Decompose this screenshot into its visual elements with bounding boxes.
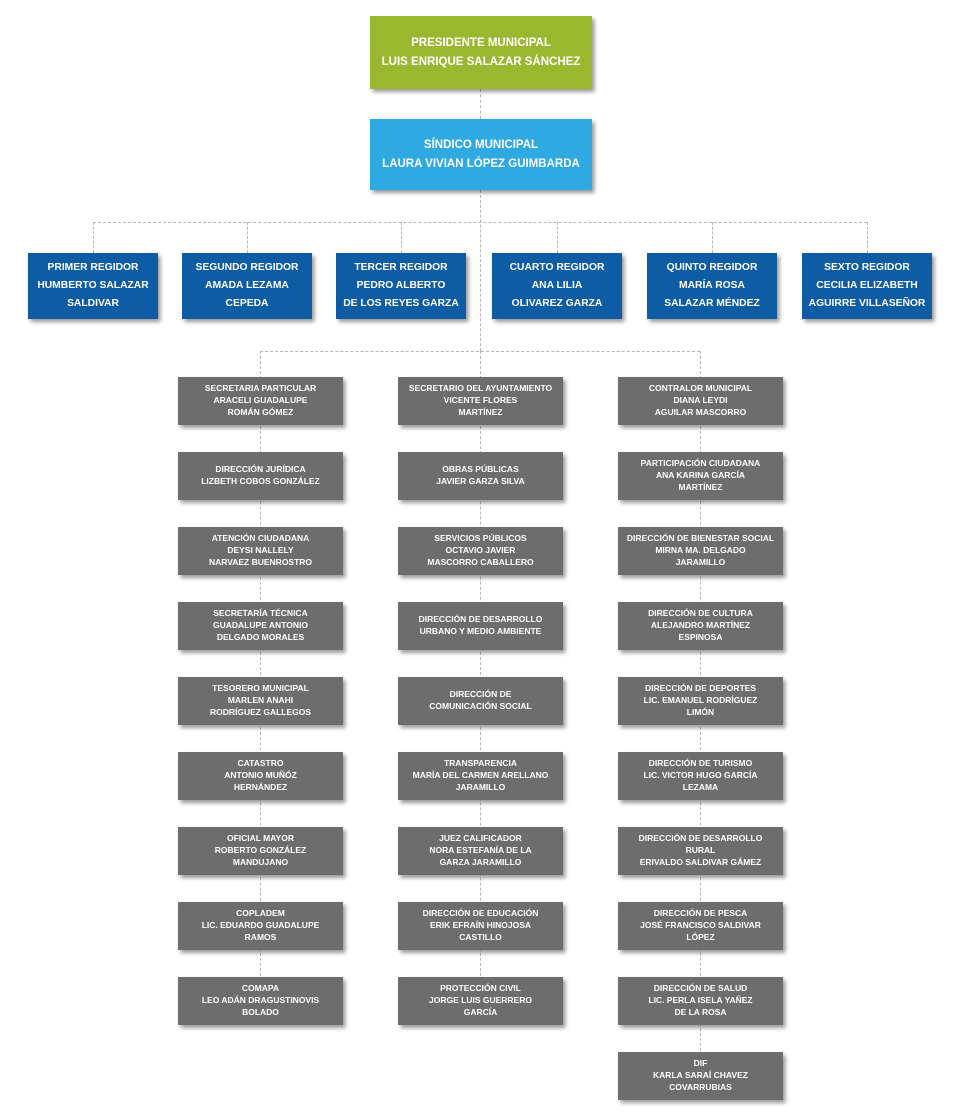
box-label: SECRETARIA PARTICULAR ARACELI GUADALUPE … xyxy=(204,383,317,417)
dept-participacion-ciudadana: PARTICIPACIÓN CIUDADANA ANA KARINA GARCÍ… xyxy=(618,452,783,500)
dept-deportes: DIRECCIÓN DE DEPORTES LIC. EMANUEL RODRÍ… xyxy=(618,677,783,725)
box-label: SECRETARIO DEL AYUNTAMIENTO VICENTE FLOR… xyxy=(408,383,553,417)
dept-secretaria-particular: SECRETARIA PARTICULAR ARACELI GUADALUPE … xyxy=(178,377,343,425)
dept-desarrollo-urbano-medio-ambiente: DIRECCIÓN DE DESARROLLO URBANO Y MEDIO A… xyxy=(398,602,563,650)
box-label: DIRECCIÓN DE DESARROLLO URBANO Y MEDIO A… xyxy=(418,614,543,636)
box-label: PROTECCIÓN CIVIL JORGE LUIS GUERRERO GAR… xyxy=(429,983,532,1017)
dept-copladem: COPLADEM LIC. EDUARDO GUADALUPE RAMOS xyxy=(178,902,343,950)
connector-president-sindico xyxy=(480,89,481,119)
connector-drop-regidor-6 xyxy=(867,222,868,253)
dept-comapa: COMAPA LEO ADÁN DRAGUSTINOVIS BOLADO xyxy=(178,977,343,1025)
dept-obras-publicas: OBRAS PÚBLICAS JAVIER GARZA SILVA xyxy=(398,452,563,500)
box-label: DIRECCIÓN DE BIENESTAR SOCIAL MIRNA MA. … xyxy=(626,533,775,567)
connector-drop-regidor-1 xyxy=(93,222,94,253)
box-label: SEXTO REGIDOR CECILIA ELIZABETH AGUIRRE … xyxy=(808,261,926,310)
box-label: COMAPA LEO ADÁN DRAGUSTINOVIS BOLADO xyxy=(201,983,320,1017)
box-label: SECRETARÍA TÉCNICA GUADALUPE ANTONIO DEL… xyxy=(213,608,308,642)
box-label: DIRECCIÓN DE PESCA JOSÉ FRANCISCO SALDIV… xyxy=(640,908,761,942)
dept-pesca: DIRECCIÓN DE PESCA JOSÉ FRANCISCO SALDIV… xyxy=(618,902,783,950)
box-label: TERCER REGIDOR PEDRO ALBERTO DE LOS REYE… xyxy=(343,261,459,310)
box-label: QUINTO REGIDOR MARÍA ROSA SALAZAR MÉNDEZ xyxy=(664,261,760,310)
dept-oficial-mayor: OFICIAL MAYOR ROBERTO GONZÁLEZ MANDUJANO xyxy=(178,827,343,875)
box-label: CATASTRO ANTONIO MUÑÓZ HERNÁNDEZ xyxy=(224,758,297,792)
box-label: TRANSPARENCIA MARÍA DEL CARMEN ARELLANO … xyxy=(412,758,549,792)
box-label: SEGUNDO REGIDOR AMADA LEZAMA CEPEDA xyxy=(195,261,299,310)
box-label: ATENCIÓN CIUDADANA DEYSI NALLELY NARVAEZ… xyxy=(208,533,313,567)
box-label: SERVICIOS PÚBLICOS OCTAVIO JAVIER MASCOR… xyxy=(427,533,534,567)
dept-secretaria-tecnica: SECRETARÍA TÉCNICA GUADALUPE ANTONIO DEL… xyxy=(178,602,343,650)
connector-column-left xyxy=(260,351,261,1001)
box-label: PARTICIPACIÓN CIUDADANA ANA KARINA GARCÍ… xyxy=(640,458,761,492)
box-sexto-regidor: SEXTO REGIDOR CECILIA ELIZABETH AGUIRRE … xyxy=(802,253,932,319)
box-label: JUEZ CALIFICADOR NORA ESTEFANÍA DE LA GA… xyxy=(429,833,532,867)
box-label: PRESIDENTE MUNICIPAL LUIS ENRIQUE SALAZA… xyxy=(381,36,581,68)
dept-proteccion-civil: PROTECCIÓN CIVIL JORGE LUIS GUERRERO GAR… xyxy=(398,977,563,1025)
dept-servicios-publicos: SERVICIOS PÚBLICOS OCTAVIO JAVIER MASCOR… xyxy=(398,527,563,575)
dept-bienestar-social: DIRECCIÓN DE BIENESTAR SOCIAL MIRNA MA. … xyxy=(618,527,783,575)
dept-catastro: CATASTRO ANTONIO MUÑÓZ HERNÁNDEZ xyxy=(178,752,343,800)
box-label: TESORERO MUNICIPAL MARLEN ANAHI RODRÍGUE… xyxy=(209,683,312,717)
dept-direccion-juridica: DIRECCIÓN JURÍDICA LIZBETH COBOS GONZÁLE… xyxy=(178,452,343,500)
box-label: DIRECCIÓN DE DESARROLLO RURAL ERIVALDO S… xyxy=(638,833,763,867)
dept-dif: DIF KARLA SARAÍ CHAVEZ COVARRUBIAS xyxy=(618,1052,783,1100)
box-label: COPLADEM LIC. EDUARDO GUADALUPE RAMOS xyxy=(201,908,320,942)
box-label: DIRECCIÓN JURÍDICA LIZBETH COBOS GONZÁLE… xyxy=(201,464,320,486)
connector-regidores-rail xyxy=(93,222,867,223)
box-tercer-regidor: TERCER REGIDOR PEDRO ALBERTO DE LOS REYE… xyxy=(336,253,466,319)
box-label: DIRECCIÓN DE EDUCACIÓN ERIK EFRAÍN HINOJ… xyxy=(422,908,539,942)
connector-column-middle xyxy=(480,351,481,1001)
box-label: CUARTO REGIDOR ANA LILIA OLIVAREZ GARZA xyxy=(509,261,605,310)
box-cuarto-regidor: CUARTO REGIDOR ANA LILIA OLIVAREZ GARZA xyxy=(492,253,622,319)
box-label: DIRECCIÓN DE DEPORTES LIC. EMANUEL RODRÍ… xyxy=(643,683,758,717)
box-label: CONTRALOR MUNICIPAL DIANA LEYDI AGUILAR … xyxy=(648,383,753,417)
dept-juez-calificador: JUEZ CALIFICADOR NORA ESTEFANÍA DE LA GA… xyxy=(398,827,563,875)
box-label: DIRECCIÓN DE COMUNICACIÓN SOCIAL xyxy=(429,689,532,711)
dept-secretario-ayuntamiento: SECRETARIO DEL AYUNTAMIENTO VICENTE FLOR… xyxy=(398,377,563,425)
box-quinto-regidor: QUINTO REGIDOR MARÍA ROSA SALAZAR MÉNDEZ xyxy=(647,253,777,319)
connector-drop-regidor-3 xyxy=(401,222,402,253)
dept-desarrollo-rural: DIRECCIÓN DE DESARROLLO RURAL ERIVALDO S… xyxy=(618,827,783,875)
box-label: DIRECCIÓN DE CULTURA ALEJANDRO MARTÍNEZ … xyxy=(648,608,753,642)
dept-turismo: DIRECCIÓN DE TURISMO LIC. VICTOR HUGO GA… xyxy=(618,752,783,800)
dept-comunicacion-social: DIRECCIÓN DE COMUNICACIÓN SOCIAL xyxy=(398,677,563,725)
dept-atencion-ciudadana: ATENCIÓN CIUDADANA DEYSI NALLELY NARVAEZ… xyxy=(178,527,343,575)
connector-sindico-trunk xyxy=(480,190,481,351)
box-segundo-regidor: SEGUNDO REGIDOR AMADA LEZAMA CEPEDA xyxy=(182,253,312,319)
connector-drop-regidor-5 xyxy=(712,222,713,253)
box-label: OFICIAL MAYOR ROBERTO GONZÁLEZ MANDUJANO xyxy=(214,833,307,867)
dept-tesorero-municipal: TESORERO MUNICIPAL MARLEN ANAHI RODRÍGUE… xyxy=(178,677,343,725)
box-label: DIF KARLA SARAÍ CHAVEZ COVARRUBIAS xyxy=(653,1058,748,1092)
box-primer-regidor: PRIMER REGIDOR HUMBERTO SALAZAR SALDIVAR xyxy=(28,253,158,319)
box-presidente-municipal: PRESIDENTE MUNICIPAL LUIS ENRIQUE SALAZA… xyxy=(370,16,592,89)
connector-drop-regidor-4 xyxy=(557,222,558,253)
box-sindico-municipal: SÍNDICO MUNICIPAL LAURA VIVIAN LÓPEZ GUI… xyxy=(370,119,592,190)
box-label: DIRECCIÓN DE SALUD LIC. PERLA ISELA YAÑE… xyxy=(648,983,753,1017)
dept-cultura: DIRECCIÓN DE CULTURA ALEJANDRO MARTÍNEZ … xyxy=(618,602,783,650)
dept-contralor-municipal: CONTRALOR MUNICIPAL DIANA LEYDI AGUILAR … xyxy=(618,377,783,425)
box-label: OBRAS PÚBLICAS JAVIER GARZA SILVA xyxy=(436,464,525,486)
dept-transparencia: TRANSPARENCIA MARÍA DEL CARMEN ARELLANO … xyxy=(398,752,563,800)
connector-drop-regidor-2 xyxy=(247,222,248,253)
dept-educacion: DIRECCIÓN DE EDUCACIÓN ERIK EFRAÍN HINOJ… xyxy=(398,902,563,950)
box-label: DIRECCIÓN DE TURISMO LIC. VICTOR HUGO GA… xyxy=(643,758,758,792)
box-label: PRIMER REGIDOR HUMBERTO SALAZAR SALDIVAR xyxy=(37,261,149,310)
dept-salud: DIRECCIÓN DE SALUD LIC. PERLA ISELA YAÑE… xyxy=(618,977,783,1025)
box-label: SÍNDICO MUNICIPAL LAURA VIVIAN LÓPEZ GUI… xyxy=(382,138,580,170)
